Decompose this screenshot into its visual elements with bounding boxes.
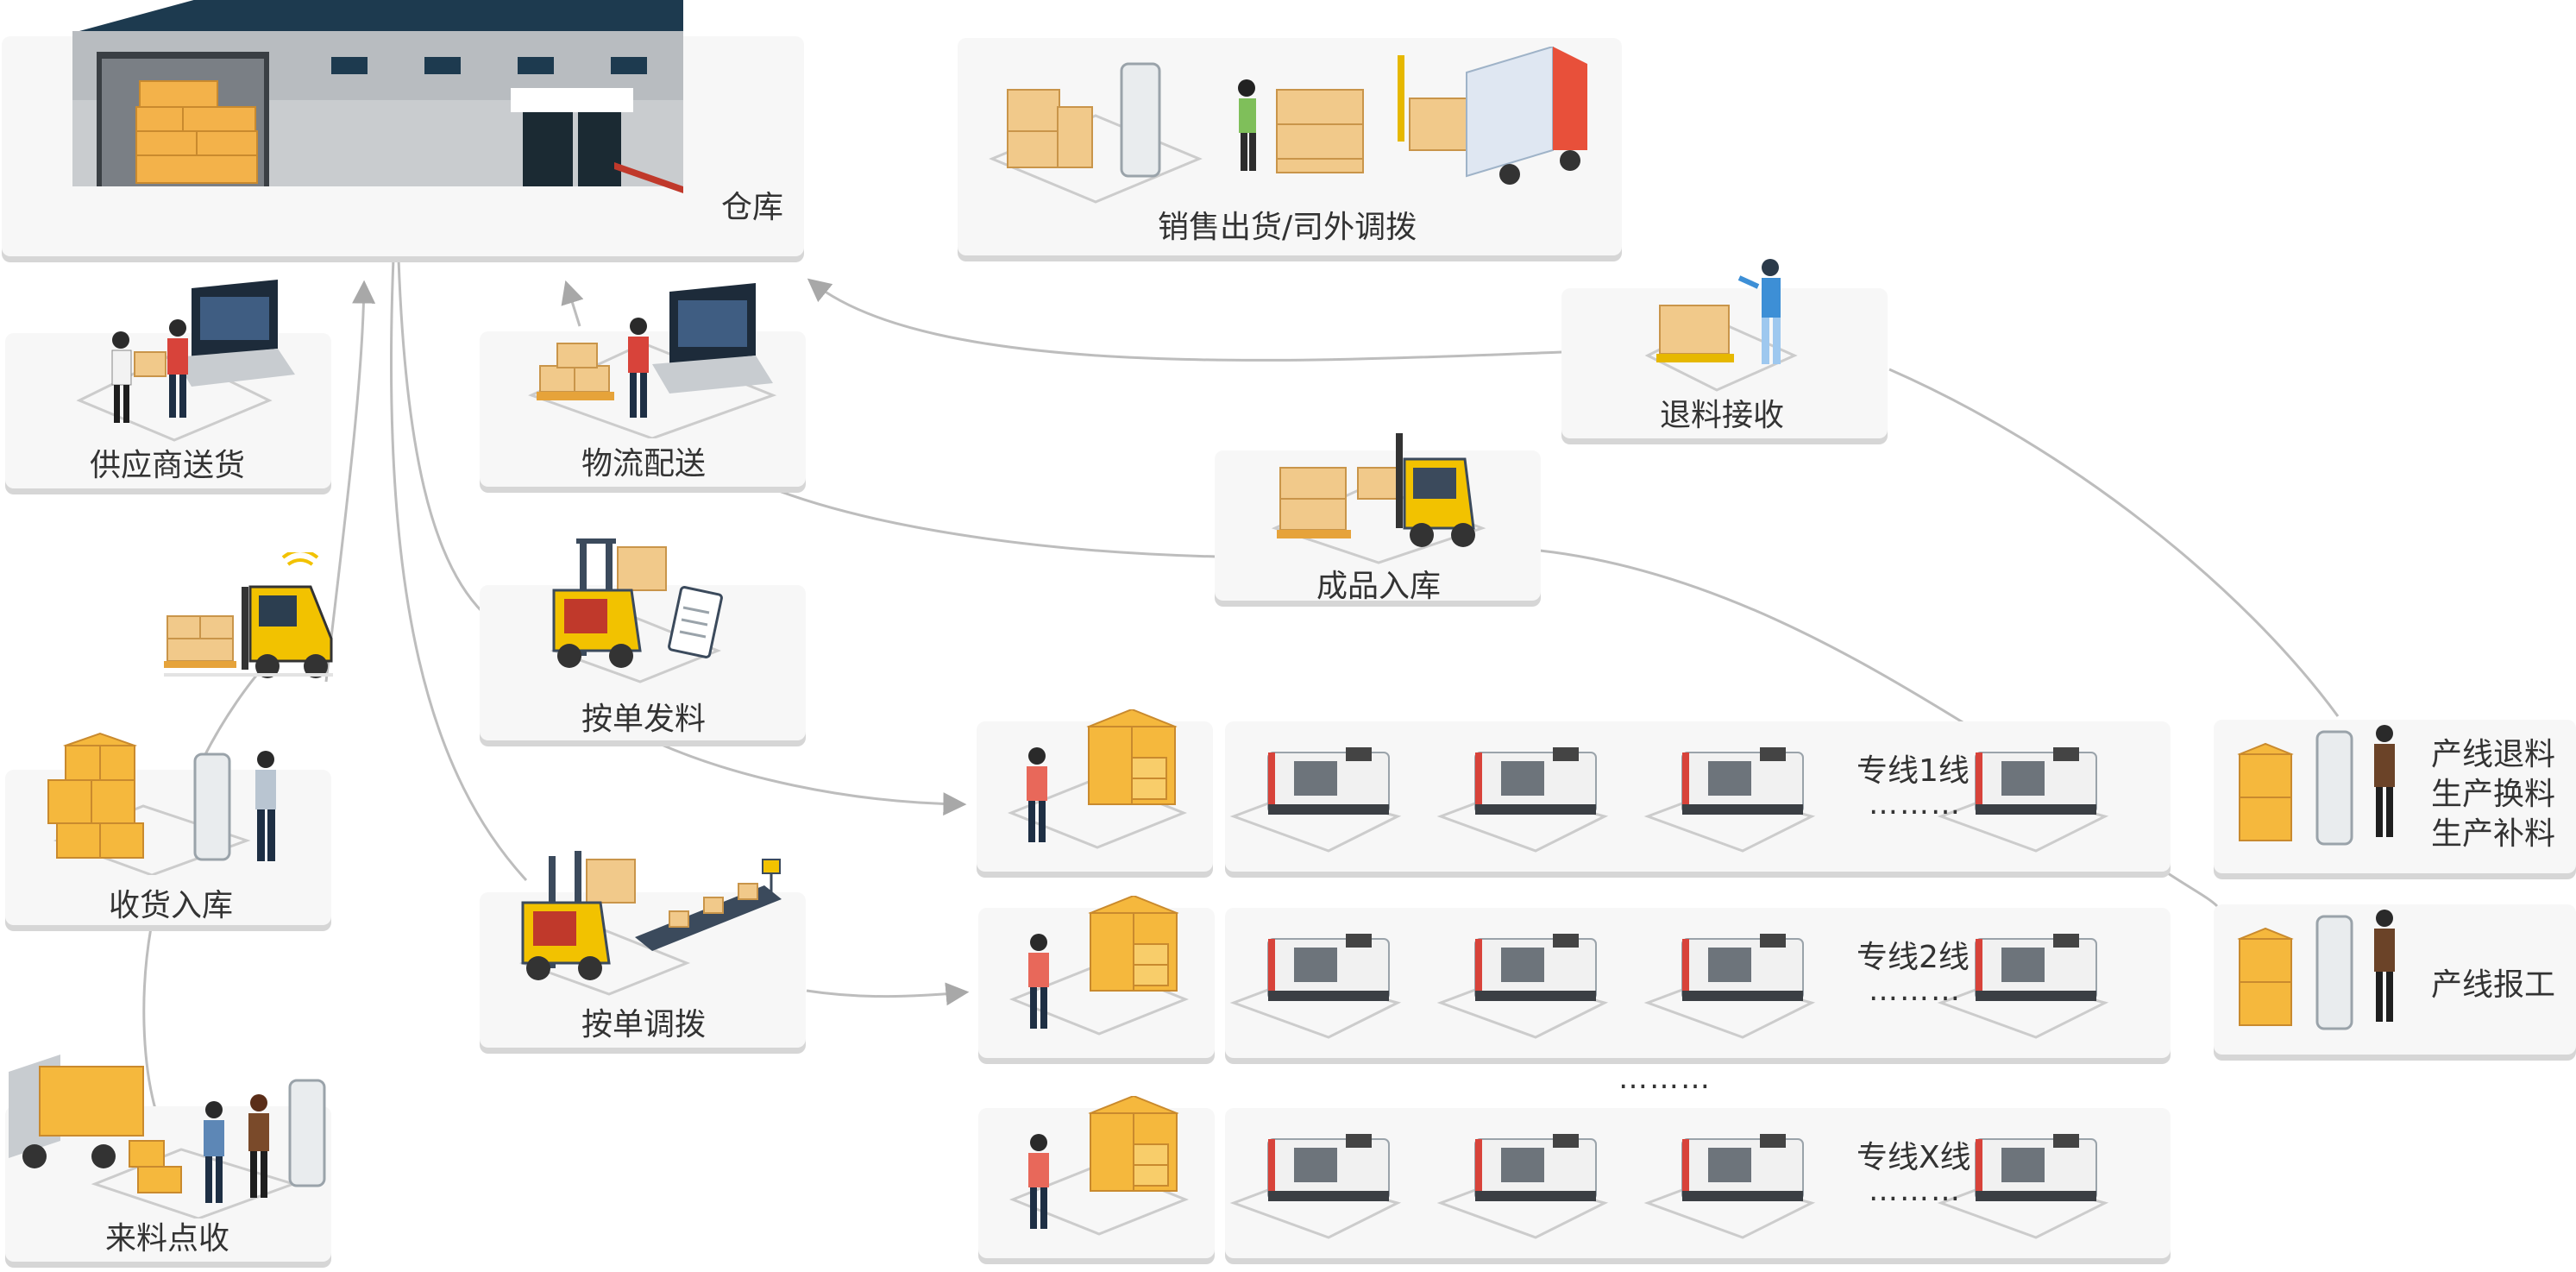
line-warehouse-to-transfer — [389, 258, 528, 882]
line-finished-to-line1 — [1539, 549, 1968, 727]
line-ops-return: 产线退料 — [2431, 737, 2556, 772]
line-returns-to-warehouse — [807, 278, 1562, 362]
finished-illustration — [1271, 433, 1486, 564]
line2-card: 专线2线 ……… — [1225, 908, 2171, 1058]
logistics-illustration — [528, 283, 777, 438]
line-receiving-to-inspection — [142, 927, 157, 1110]
inspection-label: 来料点收 — [105, 1221, 230, 1256]
supplier-card: 供应商送货 — [5, 280, 331, 488]
issue-illustration — [550, 538, 723, 683]
line-ops-card: 产线退料 生产换料 生产补料 — [2214, 720, 2576, 873]
line-report-label: 产线报工 — [2431, 967, 2556, 1003]
linex-station-card — [978, 1096, 1215, 1258]
receiving-illustration — [47, 732, 276, 875]
supplier-illustration — [76, 280, 295, 442]
sales-illustration — [989, 47, 1587, 204]
line-ops-labels: 产线退料 生产换料 生产补料 — [2431, 735, 2555, 854]
linex-station-illustration — [1008, 1096, 1190, 1236]
warehouse-card: 仓库 — [2, 0, 804, 256]
line1-machines — [1229, 746, 2107, 853]
line-ops-replenish: 生产补料 — [2431, 816, 2556, 852]
forklift-standalone-illustration — [164, 552, 333, 678]
finished-card: 成品入库 — [1215, 433, 1541, 604]
line-logistics-to-finished — [758, 482, 1217, 558]
supplier-label: 供应商送货 — [90, 448, 246, 483]
line2-station-illustration — [1008, 896, 1190, 1036]
returns-card: 退料接收 — [1561, 259, 1888, 438]
transfer-label: 按单调拨 — [581, 1007, 707, 1042]
line-issue-to-line1 — [655, 740, 967, 816]
warehouse-illustration — [72, 0, 683, 193]
sales-card: 销售出货/司外调拨 — [958, 38, 1622, 255]
warehouse-label: 仓库 — [720, 190, 783, 225]
linex-machines — [1232, 1132, 2107, 1239]
line1-card: 专线1线 ……… — [1225, 721, 2171, 872]
line-logistics-up — [561, 280, 584, 327]
line-ops-change: 生产换料 — [2431, 777, 2556, 812]
inspection-illustration — [9, 1055, 326, 1218]
linex-card: 专线X线 ……… — [1225, 1108, 2171, 1258]
line2-machines — [1232, 932, 2107, 1039]
line-returns-to-side — [1888, 368, 2340, 717]
receiving-card: 收货入库 — [5, 732, 331, 925]
line-report-illustration — [2237, 910, 2395, 1030]
linex-label: 专线X线 — [1857, 1140, 1971, 1175]
transfer-card: 按单调拨 — [480, 851, 806, 1048]
linex-more: ……… — [1869, 1174, 1962, 1208]
line-transfer-to-line2 — [806, 982, 970, 1006]
issue-label: 按单发料 — [581, 702, 707, 737]
line2-station-card — [978, 896, 1215, 1058]
line1-station-illustration — [1007, 709, 1188, 849]
line2-label: 专线2线 — [1857, 940, 1970, 975]
logistics-card: 物流配送 — [480, 283, 806, 487]
finished-label: 成品入库 — [1316, 569, 1442, 604]
between-lines-ellipsis: ……… — [1618, 1061, 1712, 1096]
line-report-card: 产线报工 — [2214, 904, 2576, 1055]
line1-more: ……… — [1869, 787, 1962, 822]
sales-label: 销售出货/司外调拨 — [1158, 210, 1417, 245]
inspection-card: 来料点收 — [5, 1055, 331, 1262]
returns-illustration — [1644, 259, 1798, 392]
line-warehouse-to-issue — [397, 258, 485, 614]
line-supplier-to-warehouse — [324, 280, 376, 683]
transfer-illustration — [518, 851, 782, 996]
line2-more: ……… — [1869, 973, 1962, 1008]
line-line1-to-side — [2164, 870, 2219, 908]
returns-label: 退料接收 — [1660, 398, 1785, 433]
issue-card: 按单发料 — [480, 538, 806, 740]
logistics-label: 物流配送 — [581, 446, 707, 482]
line1-station-card — [977, 709, 1213, 872]
line1-label: 专线1线 — [1857, 753, 1970, 789]
line-ops-illustration — [2237, 725, 2395, 846]
receiving-label: 收货入库 — [109, 888, 234, 923]
